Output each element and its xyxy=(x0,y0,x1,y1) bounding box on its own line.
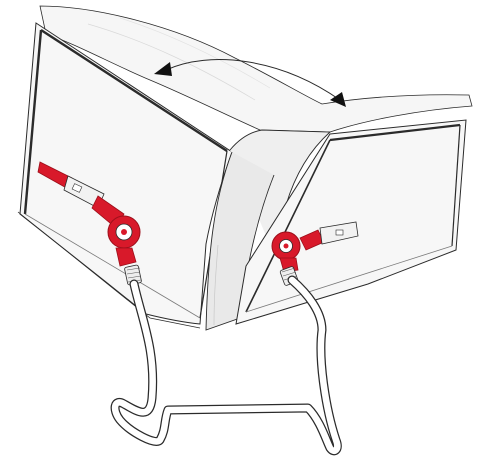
right-clip-arm xyxy=(299,221,359,251)
center-binding xyxy=(205,129,332,331)
left-clip-arm xyxy=(37,161,125,229)
double-headed-curved-arrow-icon xyxy=(154,59,346,107)
wire-stand xyxy=(110,275,342,456)
swivel-mount-left-icon xyxy=(107,215,141,267)
swivel-mount-right-icon xyxy=(271,231,301,273)
